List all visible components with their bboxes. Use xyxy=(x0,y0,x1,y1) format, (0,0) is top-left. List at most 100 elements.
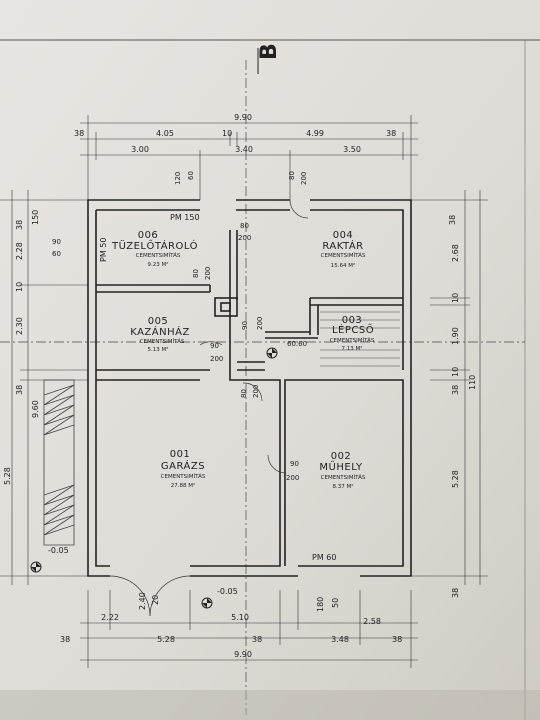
opening-label: 90 xyxy=(241,321,249,330)
dim-label: 38 xyxy=(74,129,84,138)
dim-label: 9.90 xyxy=(234,113,252,122)
axis-label-b: B xyxy=(257,43,282,60)
dim-label: 50 xyxy=(331,598,340,608)
dim-label: 10 xyxy=(222,129,232,138)
dim-label: 38 xyxy=(60,635,70,644)
dim-label: 60 xyxy=(187,171,195,180)
dim-label: 120 xyxy=(174,172,182,185)
pm-50-label: PM 50 xyxy=(99,238,108,262)
dim-label: 10 xyxy=(451,293,460,303)
dim-label: 3.00 xyxy=(131,145,149,154)
dim-label: 2.30 xyxy=(15,317,24,335)
svg-text:CEMENTSIMÍTÁS: CEMENTSIMÍTÁS xyxy=(140,338,185,345)
dim-label: 9.90 xyxy=(234,650,252,659)
top-window-labels: 120 60 80 200 xyxy=(174,171,308,185)
opening-label: 200 xyxy=(286,474,299,482)
opening-label: 90 xyxy=(210,342,219,350)
pm-150-label: PM 150 xyxy=(170,213,200,222)
opening-labels: 90 60 80 200 80 200 90 200 90 200 80 200… xyxy=(52,222,307,482)
opening-label: 80 xyxy=(240,222,249,230)
room-002: 002 MŰHELY CEMENTSIMÍTÁS 8.37 M² xyxy=(319,451,365,490)
dim-label: 110 xyxy=(468,375,477,390)
room-003: 003 LÉPCSŐ CEMENTSIMÍTÁS 7.13 M² xyxy=(330,315,375,352)
dim-label: 10 xyxy=(451,367,460,377)
dim-label: 38 xyxy=(15,220,24,230)
svg-text:CEMENTSIMÍTÁS: CEMENTSIMÍTÁS xyxy=(321,252,366,259)
dim-label: 38 xyxy=(392,635,402,644)
pm-60-label: PM 60 xyxy=(312,553,336,562)
dim-label: 180 xyxy=(316,597,325,612)
dim-label: 2.68 xyxy=(451,244,460,262)
bottom-dimensions xyxy=(80,590,418,668)
dim-label: 2.22 xyxy=(101,613,119,622)
dim-label: 3.40 xyxy=(235,145,253,154)
svg-text:006: 006 xyxy=(138,230,159,241)
opening-label: 90 xyxy=(52,238,61,246)
svg-text:004: 004 xyxy=(333,230,354,241)
dim-label: 38 xyxy=(386,129,396,138)
axis-lines xyxy=(0,60,525,715)
dim-label: 38 xyxy=(252,635,262,644)
dim-label: 38 xyxy=(15,385,24,395)
room-004: 004 RAKTÁR CEMENTSIMÍTÁS 15.64 M² xyxy=(321,230,366,269)
svg-text:RAKTÁR: RAKTÁR xyxy=(322,239,363,252)
dim-label: 80 xyxy=(288,171,296,180)
svg-text:GARÁZS: GARÁZS xyxy=(161,459,205,472)
dim-label: 38 xyxy=(451,588,460,598)
dim-label: 2.58 xyxy=(363,617,381,626)
room-006: 006 TÜZELŐTÁROLÓ CEMENTSIMÍTÁS 9.23 M² xyxy=(111,230,198,268)
dim-label: 2.40 xyxy=(138,592,147,610)
opening-label: 60 xyxy=(52,250,61,258)
level-marker-left xyxy=(30,561,42,573)
svg-text:7.13 M²: 7.13 M² xyxy=(342,345,363,352)
opening-label: 80 xyxy=(240,389,248,398)
svg-text:005: 005 xyxy=(148,316,169,327)
svg-text:8.37 M²: 8.37 M² xyxy=(333,483,354,490)
dim-label: 1.90 xyxy=(451,327,460,345)
svg-text:CEMENTSIMÍTÁS: CEMENTSIMÍTÁS xyxy=(161,473,206,480)
door-swings xyxy=(109,199,309,617)
level-bottom-label: -0.05 xyxy=(217,587,238,596)
svg-text:5.13 M²: 5.13 M² xyxy=(148,346,169,353)
svg-text:MŰHELY: MŰHELY xyxy=(319,459,363,473)
svg-text:KAZÁNHÁZ: KAZÁNHÁZ xyxy=(130,325,190,338)
opening-label: 60.60 xyxy=(287,340,307,348)
dim-label: 5.10 xyxy=(231,613,249,622)
level-left-label: -0.05 xyxy=(48,546,69,555)
walls xyxy=(87,199,412,577)
opening-label: 80 xyxy=(192,269,200,278)
dim-label: 4.05 xyxy=(156,129,174,138)
opening-label: 90 xyxy=(290,460,299,468)
svg-text:9.23 M²: 9.23 M² xyxy=(148,261,169,268)
opening-label: 200 xyxy=(210,355,223,363)
svg-text:TÜZELŐTÁROLÓ: TÜZELŐTÁROLÓ xyxy=(111,238,198,252)
svg-text:LÉPCSŐ: LÉPCSŐ xyxy=(332,322,374,336)
dim-label: 9.60 xyxy=(31,400,40,418)
dim-label: 5.28 xyxy=(3,467,12,485)
dim-label: 5.28 xyxy=(157,635,175,644)
svg-text:27.88 M²: 27.88 M² xyxy=(171,482,195,489)
level-marker-bottom xyxy=(201,597,213,609)
dim-label: 5.28 xyxy=(451,470,460,488)
svg-text:001: 001 xyxy=(170,449,191,460)
dim-label: 200 xyxy=(300,172,308,185)
left-dimension-texts: 38 150 2.28 10 2.30 9.60 5.28 38 xyxy=(3,210,40,485)
room-005: 005 KAZÁNHÁZ CEMENTSIMÍTÁS 5.13 M² xyxy=(130,316,190,353)
dim-label: 38 xyxy=(448,215,457,225)
right-dimension-texts: 38 2.68 10 1.90 10 38 5.28 38 110 xyxy=(448,215,477,598)
dim-label: 38 xyxy=(451,385,460,395)
svg-text:CEMENTSIMÍTÁS: CEMENTSIMÍTÁS xyxy=(330,337,375,344)
dim-label: 2.28 xyxy=(15,242,24,260)
dim-label: 3.48 xyxy=(331,635,349,644)
opening-label: 200 xyxy=(204,267,212,280)
left-dimensions xyxy=(0,190,88,585)
svg-text:CEMENTSIMÍTÁS: CEMENTSIMÍTÁS xyxy=(321,474,366,481)
dim-label: 10 xyxy=(15,282,24,292)
opening-label: 200 xyxy=(256,317,264,330)
top-dimension-texts: 9.90 38 4.05 10 4.99 38 3.00 3.40 3.50 xyxy=(74,113,396,154)
right-dimensions xyxy=(411,190,488,585)
top-dimensions xyxy=(80,115,418,200)
svg-text:15.64 M²: 15.64 M² xyxy=(331,262,355,269)
dim-label: 3.50 xyxy=(343,145,361,154)
